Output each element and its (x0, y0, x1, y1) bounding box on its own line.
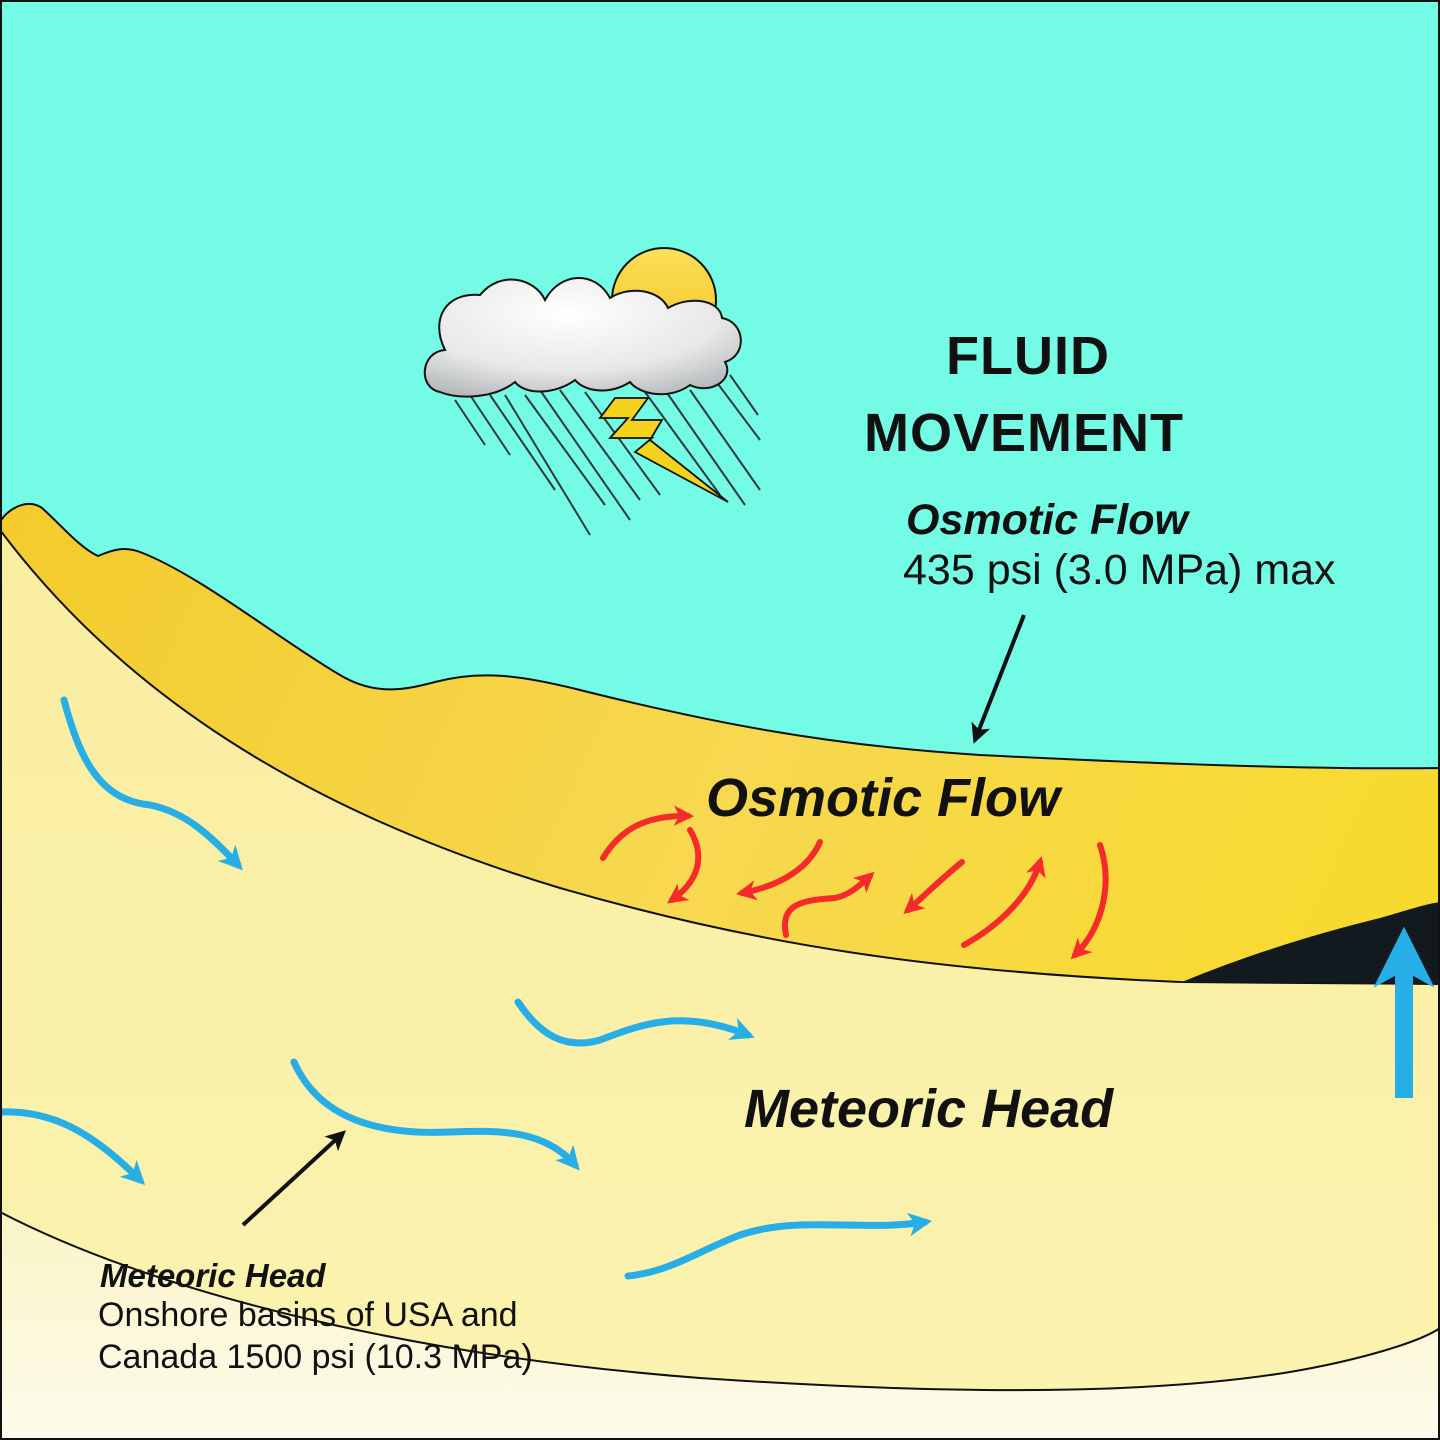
osmotic-flow-arrow (667, 827, 702, 904)
osmotic-flow-arrow (1070, 842, 1109, 960)
osmotic-callout-pointer (971, 614, 1026, 744)
meteoric-callout-line-1: Onshore basins of USA and (98, 1296, 518, 1334)
title-line-1: FLUID (946, 326, 1110, 386)
osmotic-callout-value: 435 psi (3.0 MPa) max (903, 546, 1336, 594)
meteoric-flow-arrow (60, 696, 243, 871)
title-line-2: MOVEMENT (864, 403, 1185, 463)
meteoric-flow-arrow (290, 1058, 580, 1171)
rain-icon (454, 374, 761, 536)
storm-cloud-icon (423, 277, 742, 398)
meteoric-callout-pointer (241, 1130, 346, 1227)
meteoric-flow-arrow (514, 998, 755, 1047)
meteoric-layer-label: Meteoric Head (744, 1079, 1114, 1139)
meteoric-flow-arrow (624, 1212, 933, 1280)
osmotic-flow-arrow (781, 871, 875, 938)
osmotic-flow-arrow (961, 856, 1046, 948)
osmotic-flow-arrows (600, 805, 1109, 960)
weather-icon (423, 247, 761, 536)
meteoric-layer (0, 528, 1440, 1440)
meteoric-flow-arrows (0, 696, 1435, 1280)
osmotic-callout-heading: Osmotic Flow (906, 496, 1188, 544)
osmotic-flow-arrow (903, 859, 965, 915)
osmotic-flow-arrow (735, 839, 823, 901)
meteoric-callout-heading: Meteoric Head (100, 1257, 326, 1294)
deep-layer (0, 1210, 1440, 1440)
osmotic-layer-label: Osmotic Flow (706, 768, 1061, 828)
meteoric-callout-line-2: Canada 1500 psi (10.3 MPa) (98, 1338, 533, 1376)
lightning-bolt-icon (598, 397, 729, 503)
osmotic-flow-arrow (600, 805, 695, 861)
meteoric-flow-arrow (0, 1108, 146, 1186)
